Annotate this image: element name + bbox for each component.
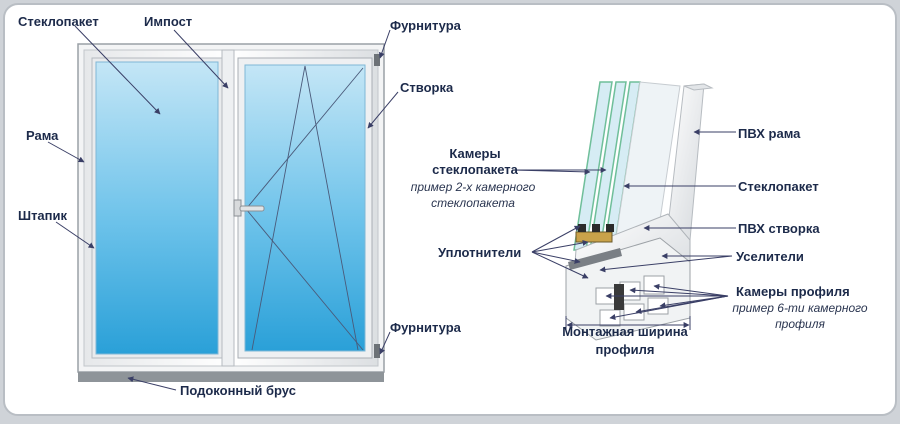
label-usiliteli: Уселители xyxy=(736,249,804,264)
label-pvh-rama: ПВХ рама xyxy=(738,126,801,141)
profile-cross-section xyxy=(565,81,714,341)
pointer-uplot-3 xyxy=(531,251,581,264)
label-impost: Импост xyxy=(144,14,193,29)
chamber-6 xyxy=(647,297,669,315)
label-kamery-line2: стеклопакета xyxy=(432,162,518,177)
seal-black xyxy=(614,284,624,310)
pointer-kamery-profilya-6 xyxy=(659,295,729,309)
spacer-bar xyxy=(575,231,613,243)
label-rama: Рама xyxy=(26,128,59,143)
pointer-usiliteli-2 xyxy=(599,255,733,273)
left-glass xyxy=(95,61,219,355)
label-pvh-stvorka: ПВХ створка xyxy=(738,221,820,236)
pointer-furnitura-bottom xyxy=(379,331,391,355)
pointer-impost xyxy=(173,29,229,89)
window-illustration xyxy=(77,43,385,382)
note-profil-line1: пример 6-ти камерного xyxy=(732,301,868,315)
sill-bar xyxy=(78,372,384,382)
pointer-uplot-2 xyxy=(531,239,589,253)
label-uplotniteli: Уплотнители xyxy=(438,245,522,260)
label-furnitura-top: Фурнитура xyxy=(390,18,461,33)
pointer-kamery-profilya-2 xyxy=(629,287,729,297)
label-kamery-line1: Камеры xyxy=(449,146,501,161)
pointer-uplot-4 xyxy=(531,251,589,279)
handle-lever[interactable] xyxy=(239,205,265,212)
label-montazh-line2: профиля xyxy=(595,342,655,357)
impost-bar xyxy=(221,49,235,367)
label-podokonny: Подоконный брус xyxy=(180,383,296,398)
gasket-3 xyxy=(606,224,614,232)
opening-line-lower xyxy=(245,208,364,351)
tilt-lines xyxy=(251,65,359,351)
reinforcement-steel xyxy=(568,248,622,270)
pointer-stvorka xyxy=(367,91,399,129)
hinge-bottom xyxy=(374,344,380,358)
label-kamery-profilya: Камеры профиля xyxy=(736,284,850,299)
note-profil-line2: профиля xyxy=(775,317,825,331)
label-montazh-line1: Монтажная ширина xyxy=(562,324,688,339)
label-steklopaket-right: Стеклопакет xyxy=(738,179,819,194)
label-shtapik: Штапик xyxy=(18,208,68,223)
opening-line-upper xyxy=(245,67,364,210)
note-kamery-line2: стеклопакета xyxy=(431,196,515,210)
pointer-furnitura-top xyxy=(378,29,391,59)
right-pointers xyxy=(511,129,736,320)
note-kamery-line1: пример 2-х камерного xyxy=(410,180,536,194)
gasket-2 xyxy=(592,224,600,232)
pointer-kamery-profilya-3 xyxy=(653,283,729,297)
label-furnitura-bottom: Фурнитура xyxy=(390,320,461,335)
pointer-uplot-1 xyxy=(531,225,581,253)
left-pointers xyxy=(47,25,399,391)
pointer-shtapik xyxy=(55,221,95,249)
label-stvorka: Створка xyxy=(400,80,454,95)
right-glass xyxy=(244,64,366,352)
label-steklopaket: Стеклопакет xyxy=(18,14,99,29)
pvc-frame-top xyxy=(683,83,714,91)
pointer-steklopaket xyxy=(74,25,161,115)
gasket-1 xyxy=(578,224,586,232)
pointer-podokonny xyxy=(127,376,177,391)
pointer-rama xyxy=(47,141,85,163)
hinge-top xyxy=(374,54,380,66)
